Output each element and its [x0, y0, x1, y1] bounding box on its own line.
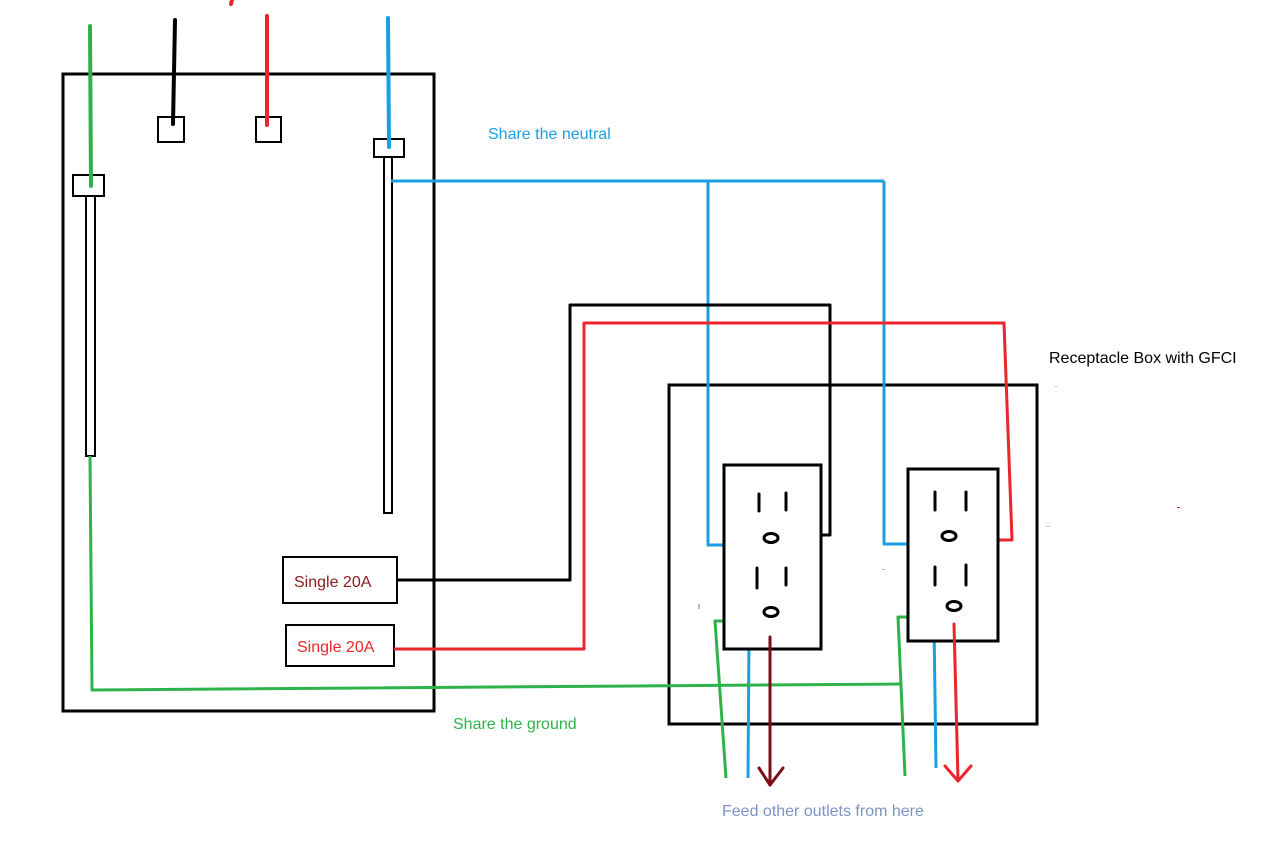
breaker-2-label: Single 20A: [297, 639, 375, 656]
breaker-1-box: [282, 556, 398, 604]
service-neutral-wire: [386, 16, 391, 149]
ground-main-run: [88, 455, 901, 692]
share-ground-label: Share the ground: [453, 716, 577, 733]
service-feed-wires: [88, 0, 391, 188]
hot-lug-black: [157, 116, 185, 143]
ground-wires: [88, 455, 908, 779]
service-ground-wire: [88, 24, 93, 188]
receptacle-2-slots: [933, 490, 968, 587]
neutral-out-2: [932, 623, 938, 769]
breaker-2-box: [285, 624, 395, 667]
neutral-to-receptacle-1: [706, 181, 725, 547]
receptacle-2-gfci: [906, 467, 1000, 643]
ground-bus-bar: [85, 195, 96, 457]
stray-marks: [698, 386, 1180, 609]
feed-outlets-label: Feed other outlets from here: [722, 803, 924, 820]
neutral-wires: [391, 179, 938, 779]
breaker-panel: [61, 72, 436, 713]
ground-to-receptacle-2: [896, 615, 908, 777]
service-red-tick: [229, 0, 234, 6]
red-hot-wires: [394, 321, 1014, 651]
receptacle-1-ground-hole-bottom: [762, 606, 780, 618]
share-neutral-label: Share the neutral: [488, 126, 611, 143]
receptacle-1-slots: [755, 491, 788, 590]
ground-to-receptacle-1: [713, 619, 728, 779]
feed-arrows: [757, 622, 973, 787]
neutral-out-1: [746, 635, 751, 779]
black-hot-wires: [397, 303, 832, 582]
dark-red-feed-arrow: [757, 635, 785, 787]
black-hot-run: [397, 303, 832, 582]
neutral-bus-bar: [383, 156, 393, 514]
neutral-to-receptacle-2: [882, 181, 907, 546]
receptacle-box-label: Receptacle Box with GFCI: [1049, 350, 1237, 367]
service-hot-black-wire: [171, 18, 177, 126]
red-feed-arrow: [943, 622, 973, 783]
receptacle-1: [722, 463, 823, 651]
receptacle-2-ground-hole-bottom: [945, 600, 963, 612]
red-hot-run: [394, 321, 1014, 651]
breaker-1-label: Single 20A: [294, 574, 372, 591]
receptacle-1-ground-hole-top: [762, 532, 780, 544]
ground-lug: [72, 174, 105, 197]
receptacle-2-ground-hole-top: [940, 530, 958, 542]
receptacle-box: [667, 383, 1039, 726]
